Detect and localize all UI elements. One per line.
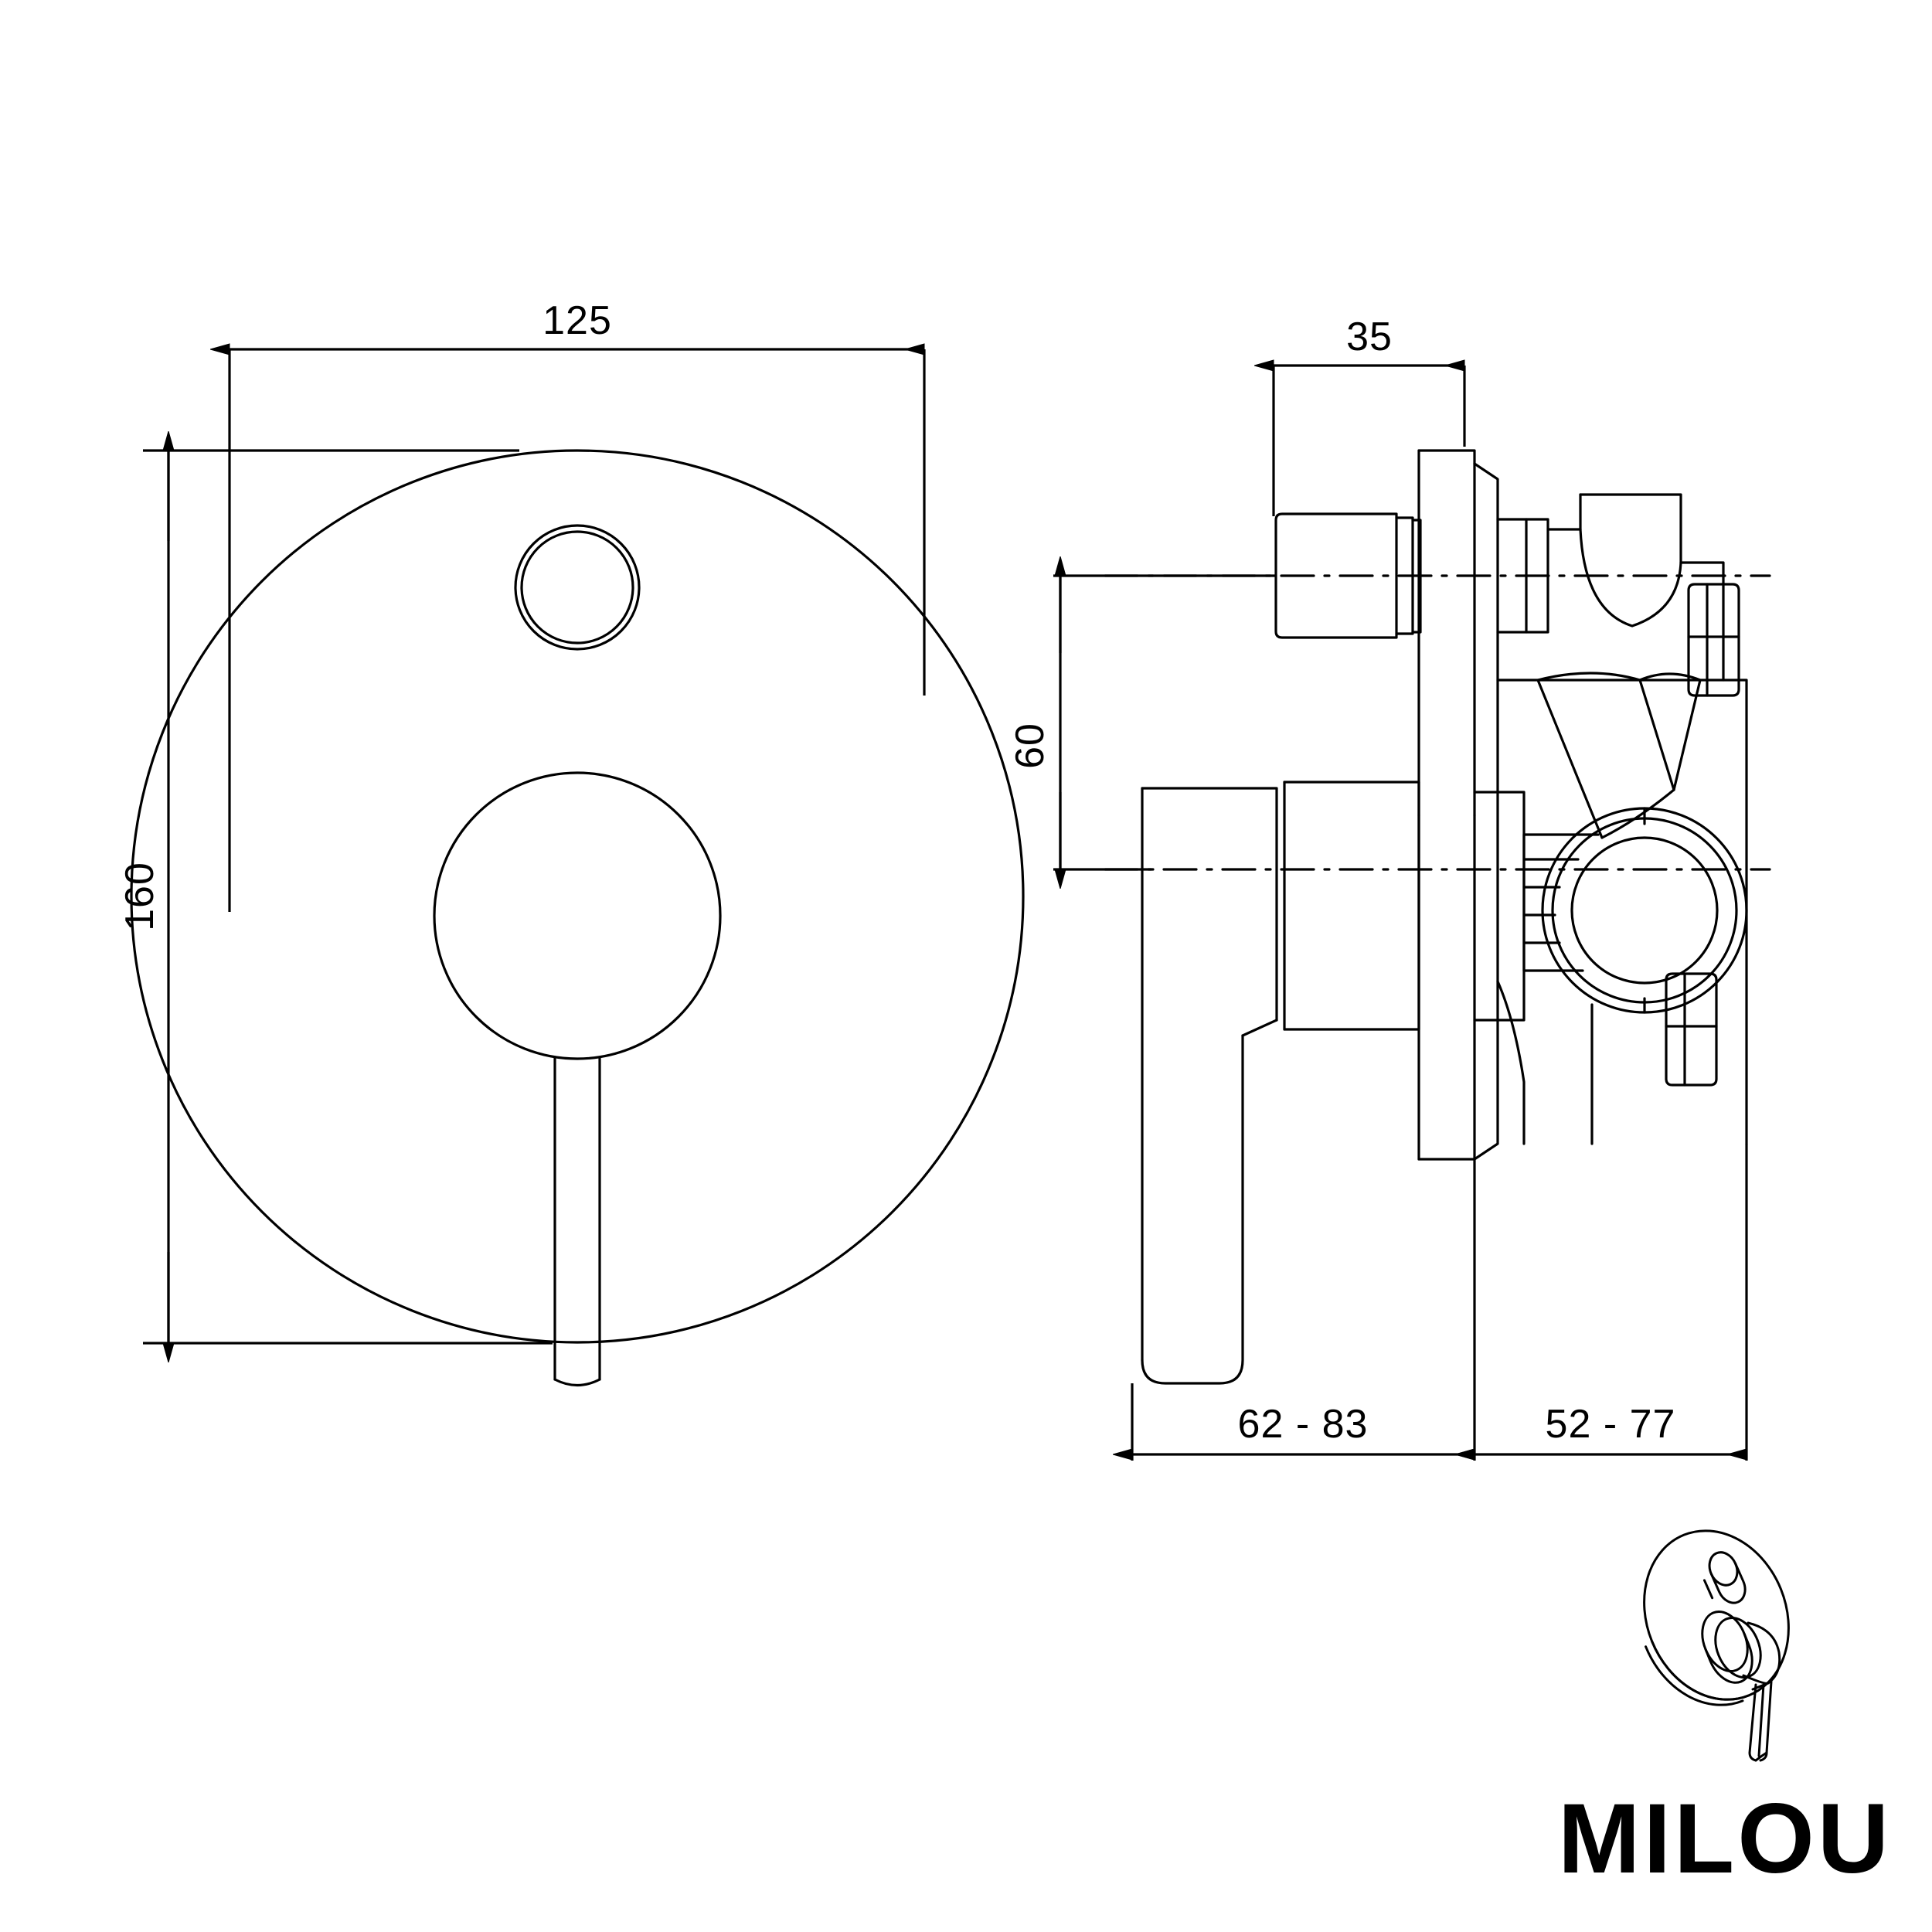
diverter-knob-body	[1274, 512, 1398, 639]
product-isometric	[1643, 1529, 1790, 1762]
rear-body-right-upper	[1679, 561, 1725, 682]
cartridge-wedge-base	[1600, 788, 1675, 839]
iso-faceplate-side-depth	[1645, 1645, 1744, 1706]
flange-plate-upper	[1417, 449, 1476, 817]
dim-label-125: 125	[543, 298, 612, 343]
front-view	[130, 449, 1025, 1387]
dim-label-160: 160	[117, 862, 162, 931]
rear-body-dome	[1579, 528, 1682, 628]
upper-hex-nut	[1687, 583, 1740, 697]
handle-hub-circle	[433, 771, 722, 1060]
iso-diverter-seam-left	[1702, 1579, 1714, 1600]
rear-body-top	[1579, 493, 1682, 564]
rear-body-block	[1496, 679, 1748, 1145]
cartridge-wedge-right	[1672, 679, 1702, 791]
cartridge-wedge-mid	[1638, 679, 1675, 791]
iso-lever-stem-tip	[1754, 1751, 1768, 1762]
cartridge-ring-inner	[1570, 836, 1719, 985]
diverter-inner-ring	[520, 530, 634, 645]
iso-lever-head-top	[1747, 1621, 1781, 1691]
lower-body-fillet	[1496, 980, 1526, 1145]
handle-bottom-nose	[1141, 1034, 1244, 1385]
dim-label-52-77: 52 - 77	[1546, 1402, 1676, 1447]
iso-lever-stem-left	[1748, 1683, 1757, 1762]
diverter-outer-ring	[514, 524, 641, 651]
lower-hex-nut	[1665, 972, 1718, 1087]
iso-diverter-barrel	[1709, 1562, 1747, 1604]
front-view-dimensions	[143, 349, 926, 1343]
handle-top-edge	[1141, 787, 1278, 1022]
iso-lever-head-bottom	[1742, 1674, 1770, 1685]
lever-stem-tip	[553, 1378, 601, 1387]
backing-plate	[1473, 462, 1499, 1161]
iso-faceplate-edge	[1651, 1640, 1750, 1701]
dim-label-60: 60	[1008, 723, 1053, 769]
handle-neck-taper	[1241, 1019, 1278, 1037]
cartridge-wedge-left	[1536, 679, 1604, 839]
dim-label-62-83: 62 - 83	[1238, 1402, 1369, 1447]
side-view-dimensions	[1053, 366, 1748, 1461]
faceplate-outline	[130, 449, 1025, 1344]
iso-hub-barrel	[1704, 1632, 1753, 1684]
iso-lever-stem-seam	[1757, 1683, 1765, 1757]
iso-hub-rear-ring	[1714, 1617, 1762, 1679]
brand-wordmark: MILOU	[1558, 1784, 1892, 1894]
cartridge-arc-left	[1536, 672, 1641, 682]
hub-inner-step	[1473, 791, 1526, 1022]
dim-label-35: 35	[1346, 315, 1393, 359]
cartridge-arc-right	[1638, 672, 1702, 682]
